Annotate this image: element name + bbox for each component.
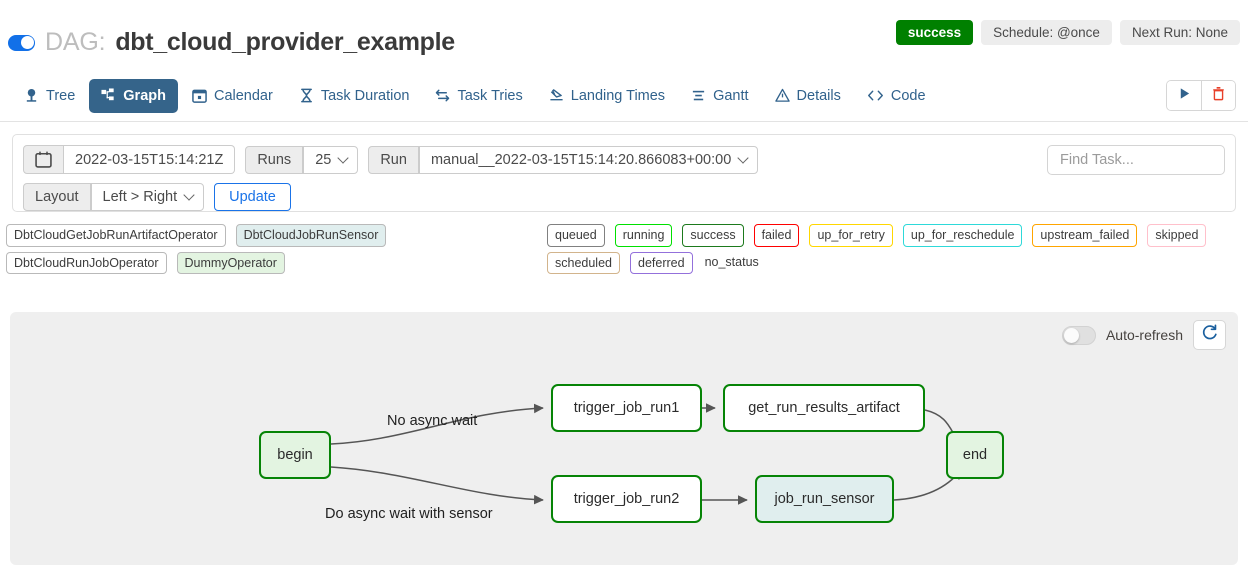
run-group: Run manual__2022-03-15T15:14:20.866083+0…	[368, 145, 759, 174]
tab-label: Details	[796, 87, 841, 104]
calendar-icon[interactable]	[23, 145, 64, 174]
page-title: dbt_cloud_provider_example	[115, 28, 455, 56]
graph-icon	[101, 88, 116, 103]
status-badge: success	[895, 20, 974, 45]
next-run-badge[interactable]: Next Run: None	[1119, 20, 1240, 45]
filter-bar: 2022-03-15T15:14:21Z Runs 25 Run manual_…	[12, 134, 1236, 212]
node-label: trigger_job_run1	[573, 400, 680, 416]
legend-status-upstream-failed[interactable]: upstream_failed	[1032, 224, 1138, 247]
tab-tree[interactable]: Tree	[12, 79, 87, 113]
tab-label: Gantt	[713, 87, 749, 104]
dag-header: DAG: dbt_cloud_provider_example success …	[0, 0, 1248, 70]
dag-title-row: DAG: dbt_cloud_provider_example	[8, 28, 455, 57]
update-button[interactable]: Update	[214, 183, 291, 211]
view-tabs: Tree Graph Calendar Task Duration Task T…	[0, 70, 1248, 122]
legend-operator-chip[interactable]: DbtCloudRunJobOperator	[6, 251, 167, 274]
tab-label: Landing Times	[570, 87, 666, 104]
graph-node-end[interactable]: end	[946, 431, 1004, 479]
dag-prefix-label: DAG:	[45, 28, 106, 56]
legend-status-queued[interactable]: queued	[547, 224, 605, 247]
graph-node-begin[interactable]: begin	[259, 431, 331, 479]
tree-icon	[24, 88, 39, 103]
schedule-badge[interactable]: Schedule: @once	[981, 20, 1112, 45]
legend-operator-chip[interactable]: DummyOperator	[176, 251, 285, 274]
graph-node-get-run-results-artifact[interactable]: get_run_results_artifact	[723, 384, 925, 432]
legend: DbtCloudGetJobRunArtifactOperator DbtClo…	[0, 224, 1248, 276]
gantt-icon	[691, 88, 706, 103]
legend-operator-chip[interactable]: DbtCloudJobRunSensor	[235, 224, 387, 247]
tab-task-duration[interactable]: Task Duration	[287, 79, 422, 113]
graph-node-trigger-job-run1[interactable]: trigger_job_run1	[551, 384, 702, 432]
legend-status-up-for-retry[interactable]: up_for_retry	[809, 224, 893, 247]
tab-gantt[interactable]: Gantt	[679, 79, 760, 113]
refresh-icon	[1201, 324, 1218, 346]
graph-toolbar: Auto-refresh	[1061, 320, 1226, 350]
tab-calendar[interactable]: Calendar	[180, 79, 285, 113]
tab-label: Task Duration	[320, 87, 410, 104]
base-date-group: 2022-03-15T15:14:21Z	[23, 145, 236, 174]
find-task-input[interactable]: Find Task...	[1047, 145, 1225, 175]
tab-landing-times[interactable]: Landing Times	[537, 79, 677, 113]
runs-group: Runs 25	[245, 145, 359, 174]
hourglass-icon	[299, 88, 314, 103]
trash-icon	[1212, 86, 1225, 106]
node-label: get_run_results_artifact	[748, 400, 900, 416]
num-runs-select[interactable]: 25	[303, 145, 359, 174]
run-label: Run	[368, 145, 419, 174]
legend-operators: DbtCloudGetJobRunArtifactOperator DbtClo…	[6, 224, 536, 274]
graph-node-job-run-sensor[interactable]: job_run_sensor	[755, 475, 894, 523]
dag-graph-panel: Auto-refresh begin trigger_job_run1 get_…	[10, 312, 1238, 565]
graph-node-trigger-job-run2[interactable]: trigger_job_run2	[551, 475, 702, 523]
warning-triangle-icon	[774, 88, 790, 103]
tab-label: Calendar	[213, 87, 273, 104]
tab-task-tries[interactable]: Task Tries	[423, 79, 534, 113]
calendar-icon	[192, 88, 207, 103]
node-label: job_run_sensor	[774, 491, 875, 507]
base-date-input[interactable]: 2022-03-15T15:14:21Z	[64, 145, 236, 174]
refresh-button[interactable]	[1193, 320, 1226, 350]
auto-refresh-label: Auto-refresh	[1105, 327, 1183, 343]
dag-edges	[330, 403, 962, 505]
legend-status-failed[interactable]: failed	[753, 224, 800, 247]
tab-label: Task Tries	[457, 87, 523, 104]
legend-status-no-status: no_status	[704, 254, 759, 269]
legend-status-skipped[interactable]: skipped	[1147, 224, 1207, 247]
play-icon	[1178, 87, 1191, 105]
legend-operator-chip[interactable]: DbtCloudGetJobRunArtifactOperator	[6, 224, 226, 247]
dag-action-buttons	[1166, 80, 1236, 111]
legend-status-scheduled[interactable]: scheduled	[547, 251, 620, 274]
dag-pause-toggle[interactable]	[8, 34, 35, 51]
retry-icon	[435, 88, 450, 103]
dag-run-select[interactable]: manual__2022-03-15T15:14:20.866083+00:00	[418, 145, 759, 174]
legend-status-deferred[interactable]: deferred	[630, 251, 693, 274]
delete-dag-button[interactable]	[1201, 81, 1235, 110]
tab-label: Graph	[123, 87, 166, 104]
tab-details[interactable]: Details	[763, 79, 853, 113]
layout-group: Layout Left > Right	[23, 183, 205, 211]
legend-status-up-for-reschedule[interactable]: up_for_reschedule	[902, 224, 1023, 247]
legend-status-success[interactable]: success	[682, 224, 744, 247]
legend-status-running[interactable]: running	[614, 224, 673, 247]
layout-label: Layout	[23, 183, 91, 211]
node-label: end	[962, 447, 988, 463]
code-icon	[867, 88, 884, 103]
tab-label: Tree	[46, 87, 76, 104]
node-label: begin	[277, 447, 313, 463]
auto-refresh-toggle[interactable]	[1061, 325, 1096, 345]
landing-icon	[549, 88, 564, 103]
runs-label: Runs	[245, 145, 304, 174]
tab-graph[interactable]: Graph	[89, 78, 178, 113]
node-label: trigger_job_run2	[573, 491, 680, 507]
tab-label: Code	[890, 87, 926, 104]
layout-select[interactable]: Left > Right	[90, 183, 205, 211]
header-badges: success Schedule: @once Next Run: None	[895, 20, 1240, 45]
tab-code[interactable]: Code	[855, 79, 938, 113]
legend-statuses: queued running success failed up_for_ret…	[547, 224, 1244, 274]
trigger-dag-button[interactable]	[1167, 81, 1201, 110]
